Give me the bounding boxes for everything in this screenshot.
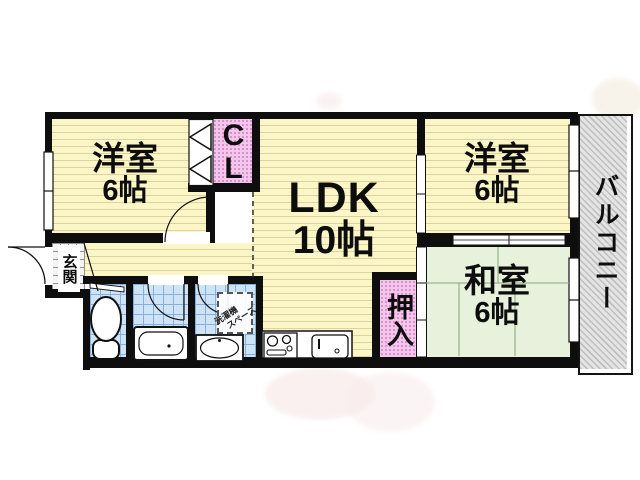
wall xyxy=(256,276,263,368)
oshiire-label: 押入 xyxy=(383,293,413,347)
toilet-icon xyxy=(90,296,122,360)
laundry-space-box: 洗濯機 スペース xyxy=(213,292,258,334)
wall xyxy=(206,190,215,243)
wall xyxy=(83,289,90,370)
wall xyxy=(372,272,417,280)
sliding-door-western2-japanese xyxy=(452,234,566,246)
balcony-floor xyxy=(580,116,627,369)
closet-bifold-door xyxy=(188,118,214,187)
sliding-door-ldk-western2 xyxy=(416,154,426,234)
balcony-label: バルコニー xyxy=(591,173,619,313)
wall xyxy=(45,233,215,243)
balcony-frame xyxy=(578,114,633,375)
window-balcony-japanese xyxy=(568,257,580,343)
closet-cl-floor xyxy=(213,119,252,183)
room-label-ldk: LDK 10帖 xyxy=(288,174,380,262)
wall xyxy=(188,183,260,192)
wall xyxy=(83,357,578,368)
entrance-step-line xyxy=(83,242,99,292)
wall xyxy=(372,272,380,357)
wall xyxy=(126,284,133,357)
western-room-2-floor xyxy=(425,119,570,233)
fusuma-doors xyxy=(416,246,427,358)
tatami-lines xyxy=(426,247,569,356)
wall xyxy=(188,284,195,357)
room-label-japanese: 和室 6帖 xyxy=(464,262,530,329)
window-balcony-west2 xyxy=(568,124,580,219)
western-room-1-floor xyxy=(52,119,207,233)
stove-icon xyxy=(263,332,298,359)
bath-door xyxy=(147,275,185,321)
washbasin-icon xyxy=(195,334,244,362)
watermark-blob xyxy=(345,372,435,432)
room-label-western-1: 洋室 6帖 xyxy=(92,140,158,207)
kitchen-sink-icon xyxy=(311,334,349,359)
window-west-wall xyxy=(43,151,54,231)
oshiire-floor xyxy=(380,280,417,357)
wall xyxy=(252,112,260,192)
bathtub-icon xyxy=(133,326,189,361)
wall xyxy=(45,289,90,298)
wall xyxy=(45,112,578,119)
watermark-blob xyxy=(316,92,342,110)
closet-cl-label: CL xyxy=(217,118,250,185)
entrance-label: 玄関 xyxy=(58,245,80,292)
entrance-door xyxy=(7,246,53,285)
room-label-western-2: 洋室 6帖 xyxy=(464,140,530,207)
western1-door xyxy=(163,196,211,244)
toilet-door xyxy=(89,282,125,293)
watermark-blob xyxy=(592,78,640,120)
